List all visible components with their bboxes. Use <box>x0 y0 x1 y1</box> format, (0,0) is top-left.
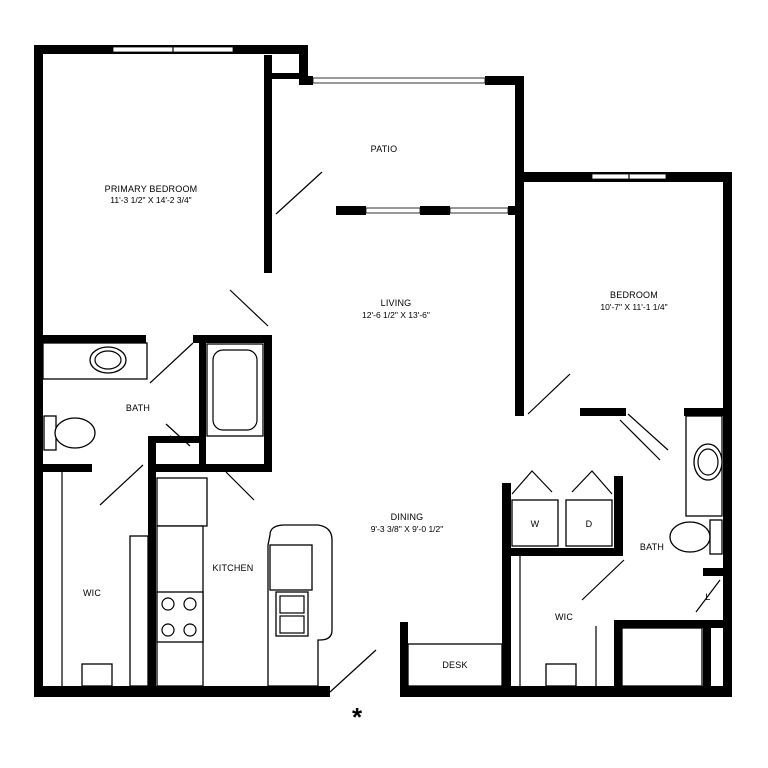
door-pantry <box>225 471 255 501</box>
windows <box>112 46 667 214</box>
bathtub <box>206 343 264 437</box>
wall-laundry-bottom <box>502 548 623 556</box>
wall-patio-right <box>515 76 524 186</box>
door-laundry-left <box>511 470 553 495</box>
wic-left-box <box>81 663 113 687</box>
wall-bath-right-shower-left <box>614 620 622 697</box>
wall-patio-bottom-left <box>336 206 366 215</box>
toilet-left <box>54 417 96 449</box>
wall-bottom-left <box>34 686 330 697</box>
dims-bedroom: 10'-7" X 11'-1 1/4" <box>600 302 667 312</box>
desk-counter <box>407 643 503 687</box>
window-patio-top <box>312 77 486 84</box>
window-living-2 <box>449 207 509 214</box>
door-linen <box>165 423 191 447</box>
wall-patio-bottom-mid <box>420 206 450 215</box>
label-kitchen: KITCHEN <box>213 563 254 573</box>
label-dryer: D <box>586 519 593 529</box>
wall-right-exterior <box>723 172 732 697</box>
fridge <box>156 477 208 527</box>
label-linen-left: L <box>169 434 174 444</box>
wall-notch-bottom <box>272 73 308 79</box>
wall-linen-top <box>148 436 206 443</box>
door-wic-right <box>581 559 625 601</box>
wall-bath-bottom-right <box>148 464 272 472</box>
kitchen-sink <box>275 591 309 637</box>
wall-bath-right <box>264 335 272 469</box>
wic-right-box <box>545 663 577 687</box>
door-bedroom-closet-2 <box>627 413 669 451</box>
label-patio: PATIO <box>371 144 398 154</box>
entry-marker: * <box>352 702 363 732</box>
room-labels: PATIO PRIMARY BEDROOM 11'-3 1/2" X 14'-2… <box>83 144 710 732</box>
door-laundry-right <box>571 470 613 495</box>
wall-left-exterior <box>34 45 43 697</box>
dims-primary-bedroom: 11'-3 1/2" X 14'-2 3/4" <box>110 195 191 205</box>
wall-notch <box>299 45 308 79</box>
fixtures <box>42 342 723 687</box>
wall-bedroom-closet <box>580 408 626 416</box>
wall-bath-bottom-left <box>34 464 92 472</box>
toilet-left-tank <box>43 415 57 451</box>
label-wic-right: WIC <box>555 612 573 622</box>
wall-laundry-left <box>502 483 511 697</box>
toilet-right-tank <box>709 519 723 555</box>
door-bedroom <box>527 373 571 415</box>
washer <box>511 499 559 547</box>
door-linen-right <box>695 579 721 613</box>
shelf-wic-left <box>129 535 149 687</box>
door-primary-bedroom <box>229 289 269 327</box>
wall-patio-top <box>299 76 313 85</box>
door-bedroom-closet <box>619 419 661 461</box>
label-primary-bedroom: PRIMARY BEDROOM <box>105 184 198 194</box>
wall-bottom-right <box>400 686 732 697</box>
label-linen-right: L <box>705 592 710 602</box>
wall-bedroom-left <box>515 182 524 416</box>
wall-linen-right-1 <box>703 568 732 576</box>
label-bath-left: BATH <box>126 403 150 413</box>
label-wic-left: WIC <box>83 588 101 598</box>
dishwasher <box>269 544 313 591</box>
label-pantry: P <box>237 464 243 474</box>
label-bedroom: BEDROOM <box>610 290 658 300</box>
door-bath <box>149 342 194 384</box>
dims-dining: 9'-3 3/8" X 9'-0 1/2" <box>371 524 444 534</box>
doors <box>99 171 721 693</box>
wall-bedroom-closet-right <box>684 408 732 416</box>
door-wic-left <box>99 464 144 506</box>
wall-primary-bottom-right <box>193 335 272 343</box>
label-bath-right: BATH <box>640 542 664 552</box>
wall-primary-bottom-left <box>34 335 146 343</box>
wall-linen-right-2 <box>703 620 711 697</box>
door-entry <box>329 649 377 693</box>
dryer <box>565 499 613 547</box>
wall-linen-left <box>148 436 156 686</box>
label-desk: DESK <box>442 660 467 670</box>
wall-bath-right-shower-top <box>614 620 732 628</box>
wall-patio-top-right <box>485 76 524 85</box>
dims-living: 12'-6 1/2" X 13'-6" <box>362 310 430 320</box>
label-dining: DINING <box>391 512 424 522</box>
door-patio <box>275 171 323 215</box>
wall-laundry-right <box>614 476 623 556</box>
window-living-1 <box>365 207 421 214</box>
wall-primary-right <box>264 55 272 273</box>
label-living: LIVING <box>381 298 412 308</box>
wall-desk-left <box>400 622 408 697</box>
shower <box>621 627 703 687</box>
toilet-right <box>669 521 711 553</box>
label-washer: W <box>531 519 540 529</box>
wall-tub-left <box>199 343 206 469</box>
